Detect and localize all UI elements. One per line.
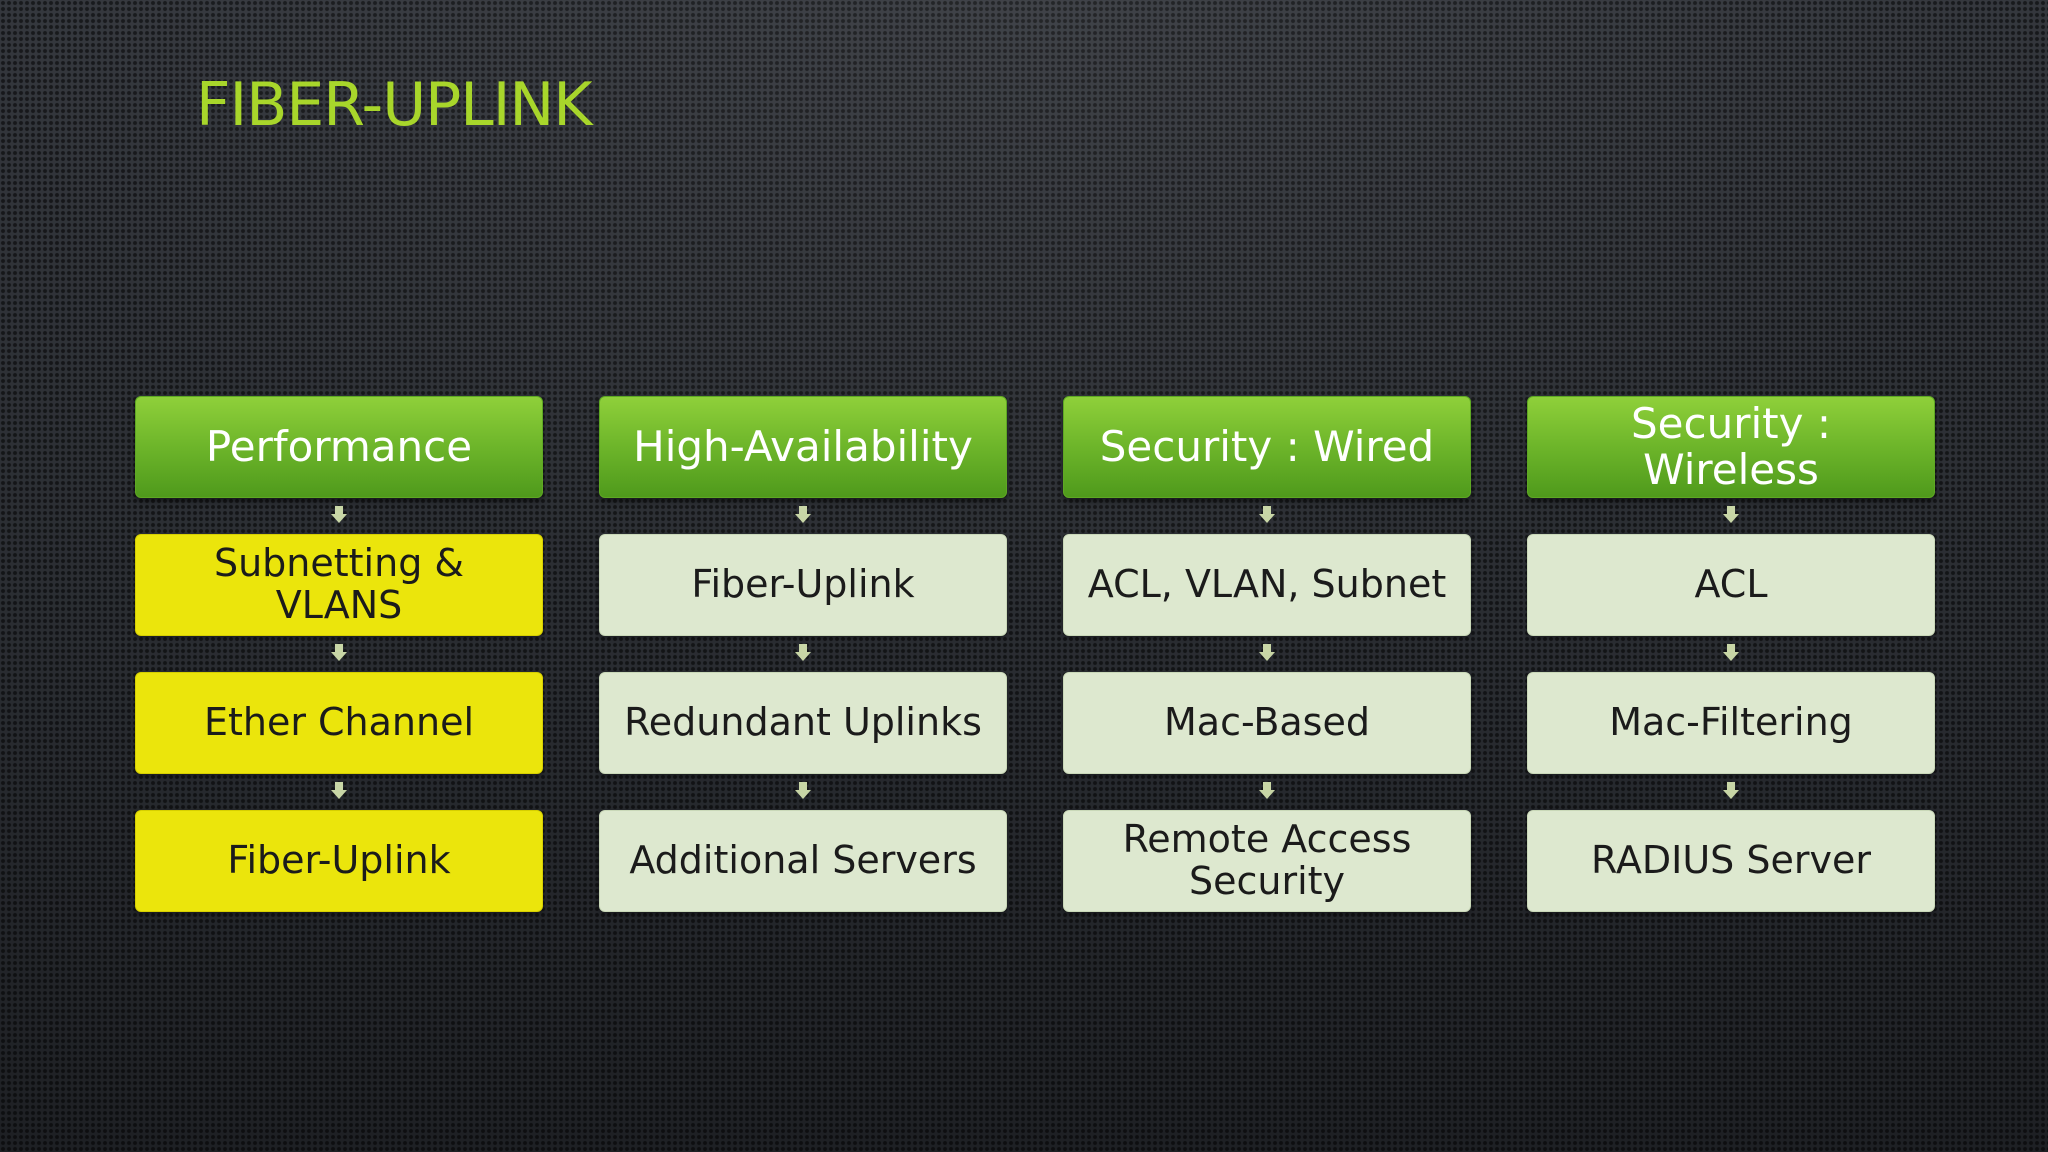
down-arrow-icon (331, 782, 347, 800)
down-arrow-icon (1259, 644, 1275, 662)
step-box: Fiber-Uplink (135, 810, 543, 912)
step-box: Ether Channel (135, 672, 543, 774)
down-arrow-icon (1259, 782, 1275, 800)
column-header: Performance (135, 396, 543, 498)
down-arrow-icon (1723, 506, 1739, 524)
slide-title: Fiber-Uplink (196, 70, 593, 140)
step-box: Redundant Uplinks (599, 672, 1007, 774)
down-arrow-icon (331, 506, 347, 524)
step-box: Mac-Based (1063, 672, 1471, 774)
down-arrow-icon (1723, 782, 1739, 800)
column-header: Security : Wireless (1527, 396, 1935, 498)
down-arrow-icon (1259, 506, 1275, 524)
down-arrow-icon (795, 782, 811, 800)
step-box: RADIUS Server (1527, 810, 1935, 912)
down-arrow-icon (795, 644, 811, 662)
step-box: Subnetting & VLANS (135, 534, 543, 636)
down-arrow-icon (1723, 644, 1739, 662)
column-header: Security : Wired (1063, 396, 1471, 498)
step-box: Remote Access Security (1063, 810, 1471, 912)
step-box: Fiber-Uplink (599, 534, 1007, 636)
step-box: ACL, VLAN, Subnet (1063, 534, 1471, 636)
step-box: Mac-Filtering (1527, 672, 1935, 774)
down-arrow-icon (795, 506, 811, 524)
step-box: Additional Servers (599, 810, 1007, 912)
column-header: High-Availability (599, 396, 1007, 498)
step-box: ACL (1527, 534, 1935, 636)
down-arrow-icon (331, 644, 347, 662)
